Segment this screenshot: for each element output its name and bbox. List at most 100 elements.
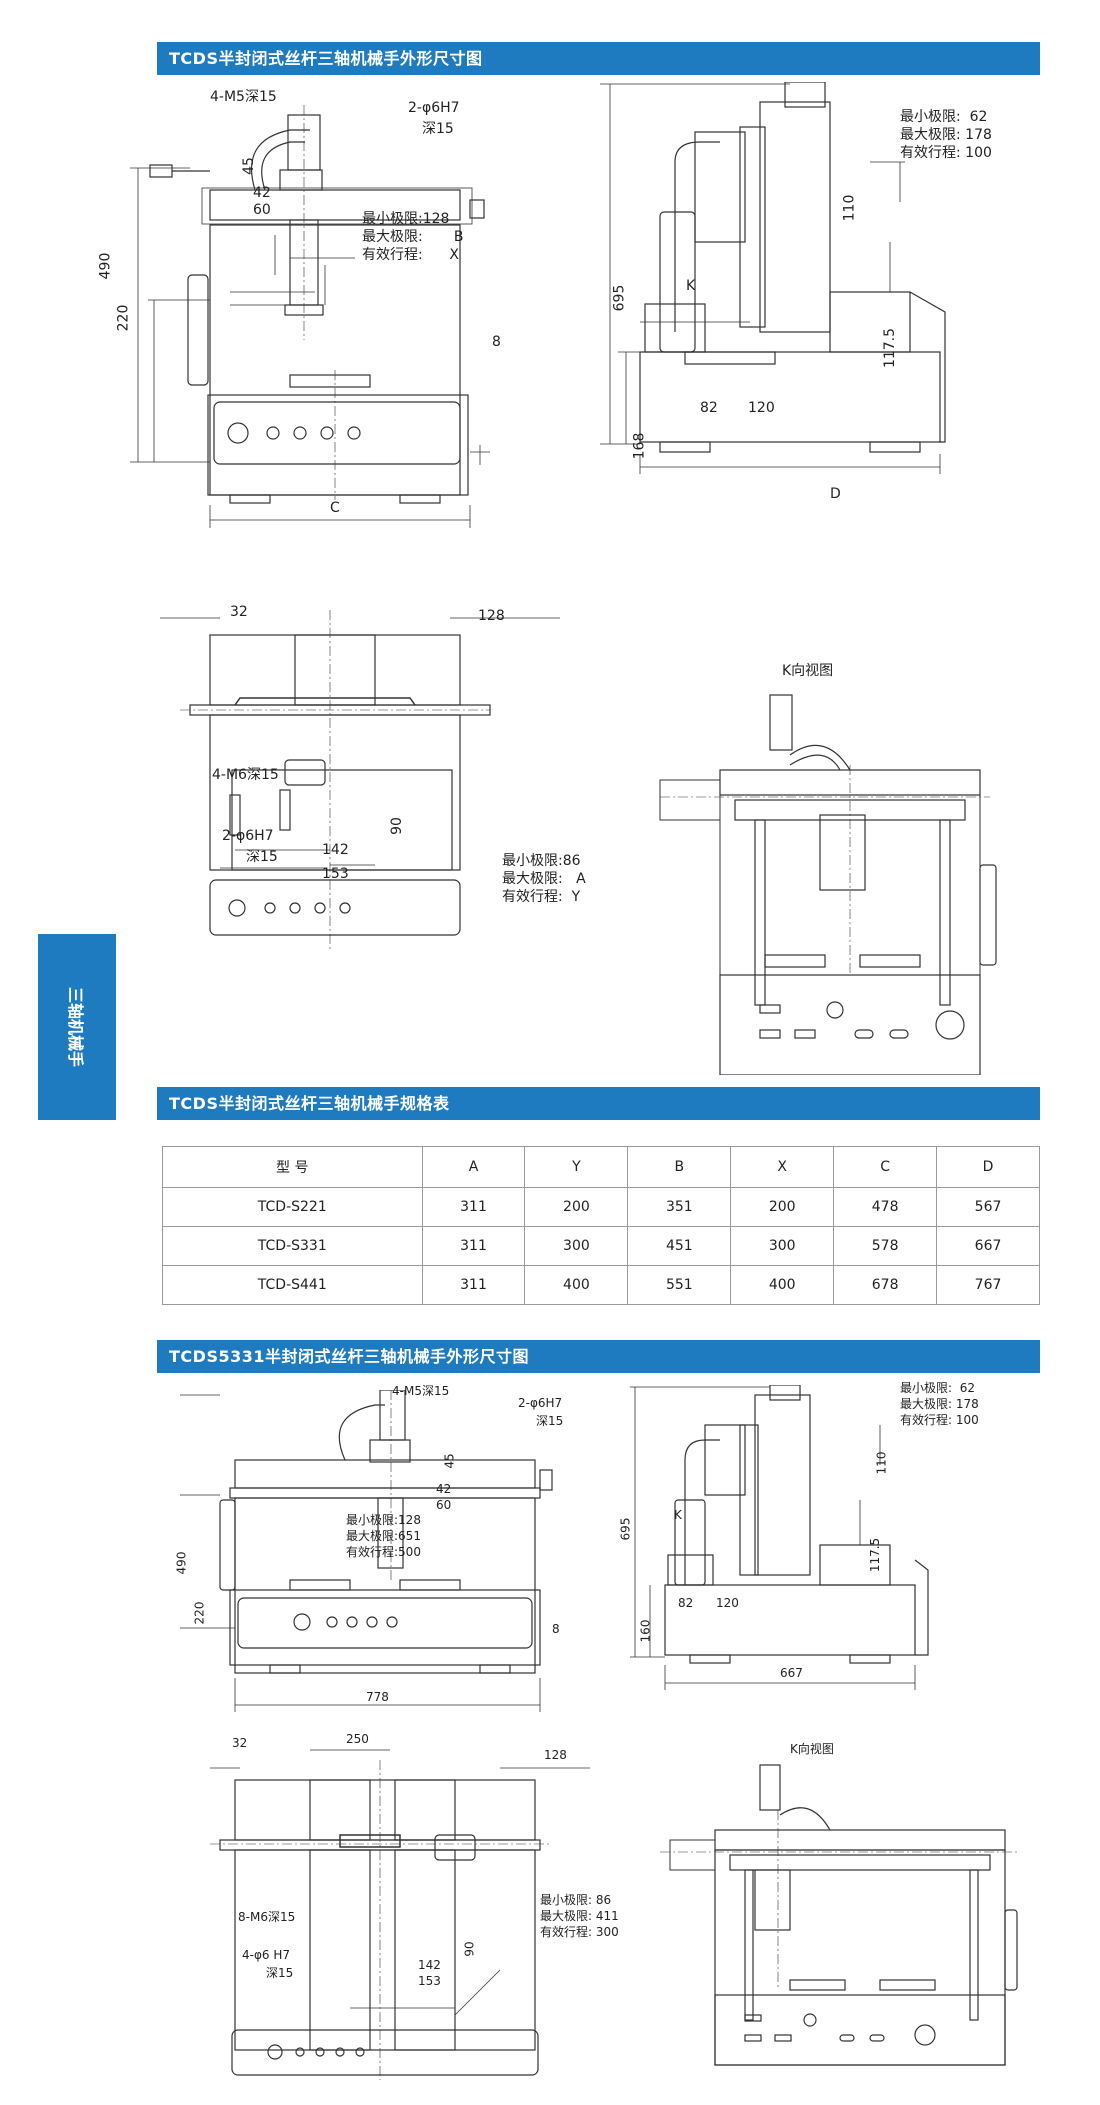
label-hole-depth: 深15 <box>246 849 278 865</box>
label-k: K <box>674 1508 682 1522</box>
dim-d: D <box>830 486 841 502</box>
dim-695: 695 <box>618 1517 633 1541</box>
dim-117-5: 117.5 <box>868 1537 883 1573</box>
label-max-limit: 最大极限: A <box>502 871 586 887</box>
table-cell: 311 <box>421 1187 526 1227</box>
label-hole-h7: 2-φ6H7 <box>222 828 274 844</box>
header-cell: B <box>627 1146 732 1188</box>
dim-120: 120 <box>748 400 775 416</box>
dim-490: 490 <box>97 252 114 280</box>
k-view-drawing <box>640 685 1010 1075</box>
label-hole-h7: 4-φ6 H7 <box>242 1948 290 1962</box>
table-cell: 451 <box>627 1226 732 1266</box>
top-view-5331-drawing <box>210 1740 600 2080</box>
dim-128: 128 <box>478 608 505 624</box>
dim-42: 42 <box>436 1482 452 1496</box>
label-max-limit: 最大极限: B <box>362 229 464 245</box>
label-max-limit: 最大极限: 178 <box>900 1397 979 1411</box>
header-cell: A <box>421 1146 526 1188</box>
label-stroke: 有效行程: Y <box>502 889 581 905</box>
section-header-5331-dimensions: TCDS5331半封闭式丝杆三轴机械手外形尺寸图 <box>157 1340 1040 1373</box>
table-cell: 567 <box>936 1187 1040 1227</box>
dim-695: 695 <box>611 284 628 312</box>
top-limits-block: 最小极限:86 最大极限: A 有效行程: Y <box>502 852 586 906</box>
side-5331-limits-block: 最小极限: 62 最大极限: 178 有效行程: 100 <box>900 1380 979 1428</box>
table-cell: 678 <box>833 1265 938 1305</box>
section-header-spec-table: TCDS半封闭式丝杆三轴机械手规格表 <box>157 1087 1040 1120</box>
table-cell: 400 <box>730 1265 835 1305</box>
label-stroke: 有效行程: 100 <box>900 145 992 161</box>
label-hole-depth: 深15 <box>266 1966 294 1980</box>
label-min-limit: 最小极限:128 <box>362 211 450 227</box>
table-cell: 400 <box>524 1265 629 1305</box>
dim-82: 82 <box>678 1596 694 1610</box>
label-max-limit: 最大极限:651 <box>346 1529 421 1543</box>
dim-667: 667 <box>780 1666 803 1680</box>
label-min-limit: 最小极限:128 <box>346 1513 421 1527</box>
label-hole-m6: 4-M6深15 <box>212 767 279 783</box>
dim-45: 45 <box>442 1453 457 1469</box>
header-cell: 型 号 <box>162 1146 423 1188</box>
side-tab-label: 三轴机械手 <box>66 986 85 1068</box>
dim-220: 220 <box>115 304 132 332</box>
label-hole-depth: 深15 <box>422 121 454 137</box>
header-cell: C <box>833 1146 938 1188</box>
table-cell: 200 <box>524 1187 629 1227</box>
label-max-limit: 最大极限: 178 <box>900 127 992 143</box>
top-5331-limits-block: 最小极限: 86 最大极限: 411 有效行程: 300 <box>540 1892 619 1940</box>
table-cell: 311 <box>421 1226 526 1266</box>
label-min-limit: 最小极限: 86 <box>540 1893 612 1907</box>
label-hole-h7: 2-φ6H7 <box>408 100 460 116</box>
label-min-limit: 最小极限: 62 <box>900 1381 975 1395</box>
table-row: TCD-S441 311 400 551 400 678 767 <box>162 1265 1040 1305</box>
label-stroke: 有效行程: X <box>362 247 460 263</box>
dim-778: 778 <box>366 1690 389 1704</box>
side-view-5331-drawing <box>630 1385 960 1695</box>
dim-160: 160 <box>638 1619 653 1643</box>
dim-117-5: 117.5 <box>882 327 899 369</box>
label-k: K <box>686 278 696 294</box>
header-cell: X <box>730 1146 835 1188</box>
table-header-row: 型 号 A Y B X C D <box>162 1146 1040 1188</box>
label-hole-m6: 8-M6深15 <box>238 1910 296 1924</box>
dim-142: 142 <box>322 842 349 858</box>
table-row: TCD-S221 311 200 351 200 478 567 <box>162 1187 1040 1227</box>
table-cell: 478 <box>833 1187 938 1227</box>
label-hole-m5: 4-M5深15 <box>210 89 277 105</box>
dim-90: 90 <box>462 1941 477 1957</box>
top-view-drawing <box>160 610 560 960</box>
dim-142: 142 <box>418 1958 441 1972</box>
label-min-limit: 最小极限: 62 <box>900 109 988 125</box>
dim-32: 32 <box>232 1736 248 1750</box>
dim-42: 42 <box>253 185 271 201</box>
dim-32: 32 <box>230 604 248 620</box>
front-view-5331-drawing <box>180 1390 600 1720</box>
dim-120: 120 <box>716 1596 739 1610</box>
dim-128: 128 <box>544 1748 567 1762</box>
header-cell: Y <box>524 1146 629 1188</box>
front-5331-limits-block: 最小极限:128 最大极限:651 有效行程:500 <box>346 1512 421 1560</box>
dim-110: 110 <box>841 194 858 222</box>
label-hole-m5: 4-M5深15 <box>392 1384 450 1398</box>
dim-490: 490 <box>174 1551 189 1575</box>
label-hole-m5: 4-M5深15 <box>206 100 273 102</box>
table-row: TCD-S331 311 300 451 300 578 667 <box>162 1226 1040 1266</box>
dim-45: 45 <box>240 157 257 175</box>
dim-220: 220 <box>192 1601 207 1625</box>
table-cell: 311 <box>421 1265 526 1305</box>
label-stroke: 有效行程:500 <box>346 1545 421 1559</box>
spec-table: 型 号 A Y B X C D TCD-S221 311 200 351 200… <box>162 1146 1040 1305</box>
dim-153: 153 <box>418 1974 441 1988</box>
label-max-limit: 最大极限: 411 <box>540 1909 619 1923</box>
k-view-5331-drawing <box>660 1760 1040 2080</box>
label-stroke: 有效行程: 300 <box>540 1925 619 1939</box>
dim-168: 168 <box>631 432 648 460</box>
dim-110: 110 <box>874 1451 889 1475</box>
dim-8: 8 <box>552 1622 560 1636</box>
table-cell: 551 <box>627 1265 732 1305</box>
table-cell: 667 <box>936 1226 1040 1266</box>
table-cell: 767 <box>936 1265 1040 1305</box>
table-cell: TCD-S221 <box>162 1187 423 1227</box>
dim-90: 90 <box>388 817 405 835</box>
header-cell: D <box>936 1146 1040 1188</box>
